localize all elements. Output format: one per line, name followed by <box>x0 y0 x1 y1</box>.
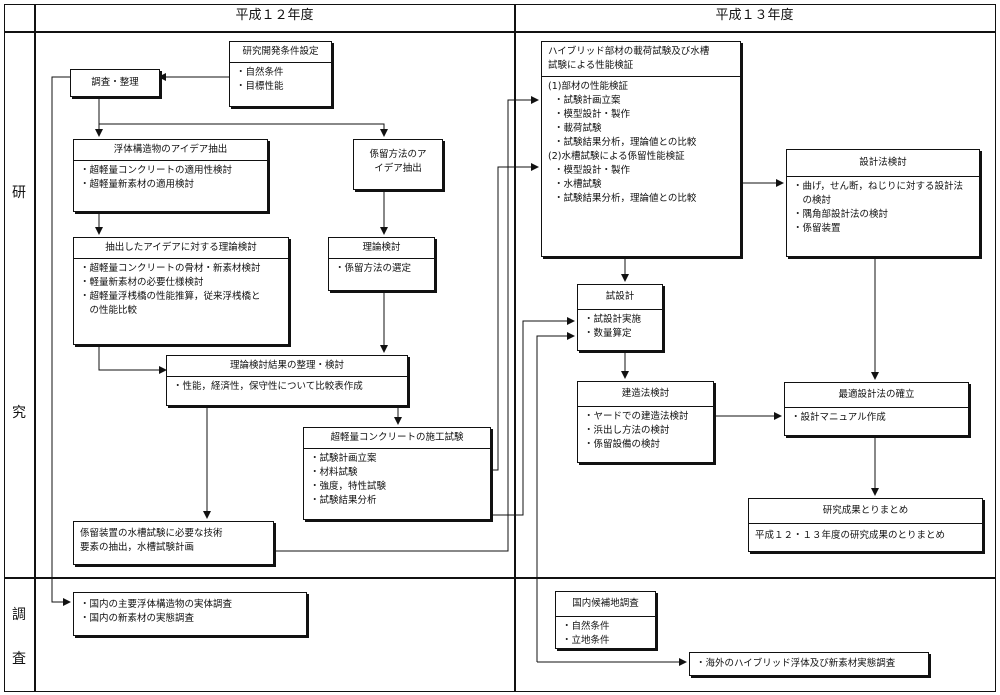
box-title-line: イデア抽出 <box>374 163 422 174</box>
box-title: 抽出したアイデアに対する理論検討 <box>74 238 288 259</box>
box-item: ・係留装置 <box>793 223 841 234</box>
box-item: ・自然条件 <box>236 67 284 78</box>
box-item: (1)部材の性能検証 <box>548 81 628 92</box>
header-year-12: 平成１２年度 <box>235 8 314 23</box>
label-survey-1: 調 <box>12 607 26 623</box>
box-domestic-survey-12: ・国内の主要浮体構造物の実体調査 ・国内の新素材の実態調査 <box>73 592 307 636</box>
box-item: ・試験計画立案 <box>310 453 377 464</box>
box-item: ・試験結果分析，理論値との比較 <box>554 193 697 204</box>
box-item: ・模型設計・製作 <box>554 165 631 176</box>
box-title: 最適設計法の確立 <box>785 383 968 408</box>
year-divider <box>514 4 516 692</box>
box-item: ・超軽量コンクリートの適用性検討 <box>80 165 233 176</box>
box-research-summary: 研究成果とりまとめ 平成１２・１３年度の研究成果のとりまとめ <box>748 498 983 552</box>
box-overseas-survey: ・海外のハイブリッド浮体及び新素材実態調査 <box>689 652 929 676</box>
box-floating-idea: 浮体構造物のアイデア抽出 ・超軽量コンクリートの適用性検討 ・超軽量新素材の適用… <box>73 139 268 212</box>
box-optimal-design: 最適設計法の確立 ・設計マニュアル作成 <box>784 382 969 436</box>
box-item: ・浜出し方法の検討 <box>584 425 670 436</box>
box-item: ・試験結果分析，理論値との比較 <box>554 137 697 148</box>
box-trial-design: 試設計 ・試設計実施 ・数量算定 <box>577 284 663 351</box>
box-title: 建造法検討 <box>578 382 713 407</box>
box-title-line: 係留装置の水槽試験に必要な技術 <box>80 528 223 539</box>
box-item: ・超軽量コンクリートの骨材・新素材検討 <box>80 263 261 274</box>
outer-frame <box>4 4 996 692</box>
box-title: 設計法検討 <box>787 150 979 177</box>
box-item: ・水槽試験 <box>554 179 602 190</box>
box-item: ・材料試験 <box>310 467 358 478</box>
box-title-line: ハイブリッド部材の載荷試験及び水槽 <box>548 46 710 57</box>
box-mooring-device-test: 係留装置の水槽試験に必要な技術 要素の抽出，水槽試験計画 <box>73 521 274 565</box>
box-item: ・載荷試験 <box>554 123 602 134</box>
label-survey-2: 査 <box>12 651 26 667</box>
header-divider <box>4 31 996 33</box>
box-title: 超軽量コンクリートの施工試験 <box>304 428 490 449</box>
box-item: ・ヤードでの建造法検討 <box>584 411 689 422</box>
box-title: 研究成果とりまとめ <box>749 499 982 524</box>
box-item: ・超軽量浮桟橋の性能推算，従来浮桟橋と <box>80 291 261 302</box>
box-item: 平成１２・１３年度の研究成果のとりまとめ <box>755 530 946 541</box>
box-item: ・模型設計・製作 <box>554 109 631 120</box>
box-title-line: 要素の抽出，水槽試験計画 <box>80 542 195 553</box>
box-title: 国内候補地調査 <box>556 592 655 617</box>
box-item: ・目標性能 <box>236 81 284 92</box>
box-item: ・強度，特性試験 <box>310 481 387 492</box>
box-item: ・隅角部設計法の検討 <box>793 209 889 220</box>
label-column-divider <box>34 4 36 692</box>
box-research-conditions: 研究開発条件設定 ・自然条件 ・目標性能 <box>229 41 332 107</box>
box-title: 調査・整理 <box>91 77 139 88</box>
box-item: ・国内の主要浮体構造物の実体調査 <box>80 599 233 610</box>
box-title-line: 試験による性能検証 <box>548 60 634 71</box>
box-item: ・立地条件 <box>562 635 610 646</box>
header-year-13: 平成１３年度 <box>715 8 794 23</box>
box-item: ・自然条件 <box>562 621 610 632</box>
label-research-2: 究 <box>12 405 26 421</box>
box-item: ・試設計実施 <box>584 314 642 325</box>
box-title: 研究開発条件設定 <box>230 42 331 63</box>
box-item: ・超軽量新素材の適用検討 <box>80 179 195 190</box>
box-title: 理論検討結果の整理・検討 <box>167 356 407 377</box>
box-item: の性能比較 <box>80 305 138 316</box>
box-item: ・曲げ，せん断，ねじりに対する設計法 <box>793 181 964 192</box>
box-item: ・数量算定 <box>584 328 632 339</box>
box-item: (2)水槽試験による係留性能検証 <box>548 151 685 162</box>
box-item: ・係留設備の検討 <box>584 439 661 450</box>
box-survey-organize: 調査・整理 <box>70 69 160 97</box>
label-research-1: 研 <box>12 185 26 201</box>
box-item: ・性能，経済性，保守性について比較表作成 <box>173 381 363 392</box>
box-title-line: 係留方法のア <box>369 149 427 160</box>
box-construction-method: 建造法検討 ・ヤードでの建造法検討 ・浜出し方法の検討 ・係留設備の検討 <box>577 381 714 463</box>
box-item: の検討 <box>793 195 832 206</box>
box-title: ハイブリッド部材の載荷試験及び水槽 試験による性能検証 <box>542 42 740 77</box>
box-theory-idea: 抽出したアイデアに対する理論検討 ・超軽量コンクリートの骨材・新素材検討 ・軽量… <box>73 237 289 345</box>
box-item: ・試験結果分析 <box>310 495 377 506</box>
box-theory-mooring: 理論検討 ・係留方法の選定 <box>328 237 435 291</box>
box-design-method: 設計法検討 ・曲げ，せん断，ねじりに対する設計法 の検討 ・隅角部設計法の検討 … <box>786 149 980 257</box>
box-title: 理論検討 <box>329 238 434 259</box>
box-item: ・係留方法の選定 <box>335 263 412 274</box>
box-item: ・軽量新素材の必要仕様検討 <box>80 277 204 288</box>
box-hybrid-test: ハイブリッド部材の載荷試験及び水槽 試験による性能検証 (1)部材の性能検証 ・… <box>541 41 741 257</box>
box-mooring-idea: 係留方法のア イデア抽出 <box>353 139 443 190</box>
box-item: ・海外のハイブリッド浮体及び新素材実態調査 <box>696 658 896 669</box>
box-candidate-site-survey: 国内候補地調査 ・自然条件 ・立地条件 <box>555 591 656 649</box>
box-theory-summary: 理論検討結果の整理・検討 ・性能，経済性，保守性について比較表作成 <box>166 355 408 406</box>
box-title: 試設計 <box>578 285 662 310</box>
box-item: ・設計マニュアル作成 <box>791 412 886 423</box>
box-item: ・国内の新素材の実態調査 <box>80 613 195 624</box>
box-item: ・試験計画立案 <box>554 95 621 106</box>
section-divider <box>4 577 996 579</box>
box-title: 浮体構造物のアイデア抽出 <box>74 140 267 161</box>
box-construction-test: 超軽量コンクリートの施工試験 ・試験計画立案 ・材料試験 ・強度，特性試験 ・試… <box>303 427 491 520</box>
